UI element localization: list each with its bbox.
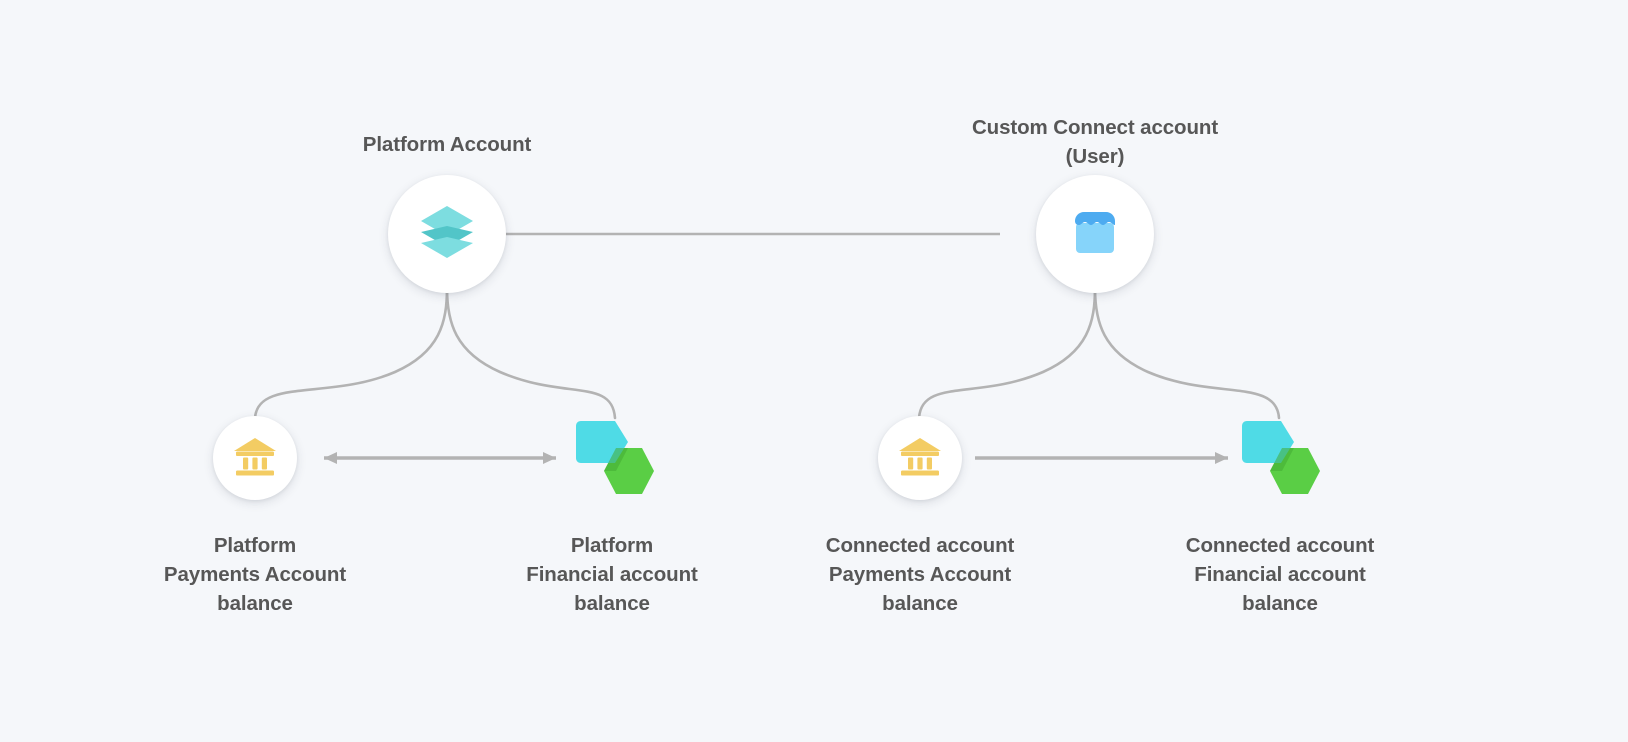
label-platform-financial-balance: Platform Financial account balance xyxy=(526,534,698,615)
label-platform-account: Platform Account xyxy=(362,133,532,156)
financial-account-icon xyxy=(570,418,654,501)
layers-stack-icon xyxy=(416,201,478,268)
node-connected-financial-account[interactable] xyxy=(1236,420,1320,498)
label-connected-payments-balance: Connected account Payments Account balan… xyxy=(825,534,1015,615)
bank-icon xyxy=(896,432,944,485)
node-custom-connect-account[interactable] xyxy=(1036,175,1154,293)
node-platform-account[interactable] xyxy=(388,175,506,293)
financial-account-icon xyxy=(1236,418,1320,501)
edge-connected-to-payments xyxy=(917,286,1097,420)
node-connected-payments-account[interactable] xyxy=(878,416,962,500)
edge-platform-to-financial xyxy=(445,286,617,420)
bank-icon xyxy=(231,432,279,485)
storefront-icon xyxy=(1064,201,1126,268)
label-platform-payments-balance: Platform Payments Account balance xyxy=(163,534,347,615)
edge-platform-to-payments xyxy=(253,286,449,420)
label-custom-connect-account: Custom Connect account (User) xyxy=(971,116,1219,168)
node-platform-financial-account[interactable] xyxy=(570,420,654,498)
label-connected-financial-balance: Connected account Financial account bala… xyxy=(1185,534,1375,615)
edge-connected-to-financial xyxy=(1093,286,1281,420)
node-platform-payments-account[interactable] xyxy=(213,416,297,500)
